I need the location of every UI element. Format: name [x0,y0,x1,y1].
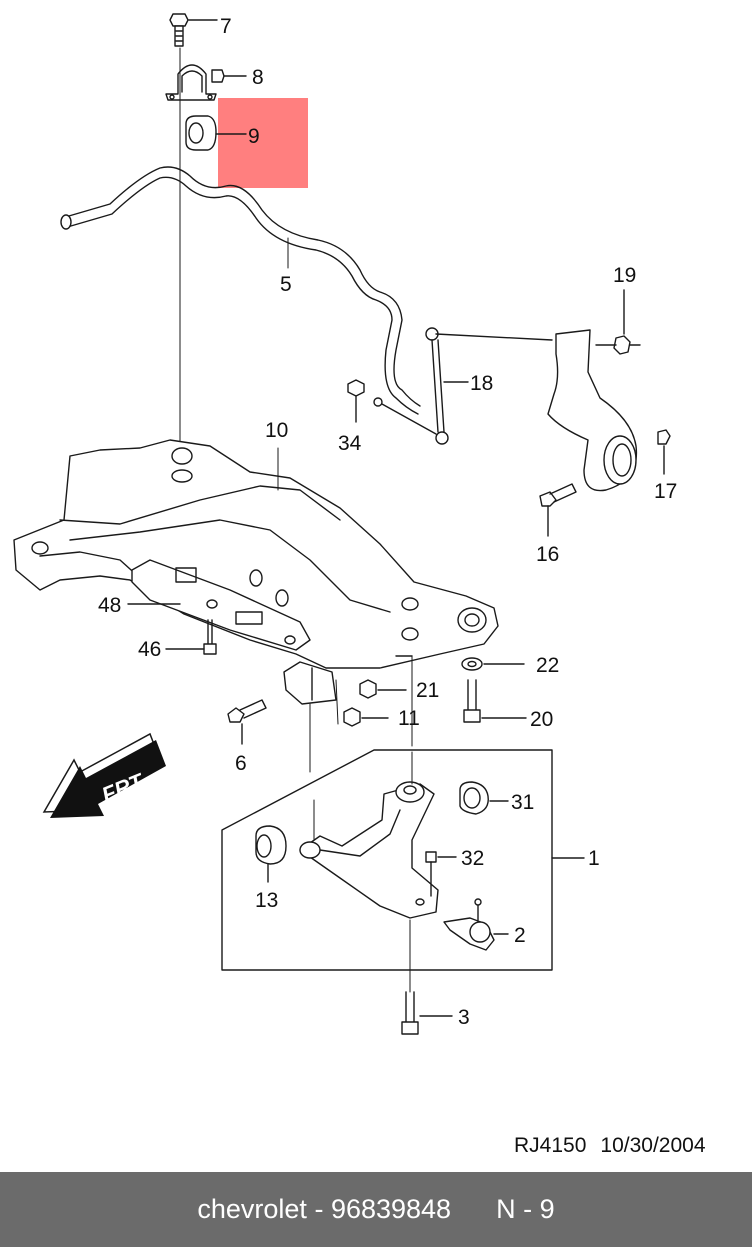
part-18-link [425,327,553,445]
callout-17[interactable]: 17 [654,480,677,503]
callout-18[interactable]: 18 [470,372,493,395]
part-5-stabilizer-bar [60,166,421,415]
footer-position-label: N - 9 [496,1194,555,1224]
callout-34[interactable]: 34 [338,432,362,455]
callout-48[interactable]: 48 [98,594,121,617]
front-direction-arrow: FRT [42,732,166,818]
part-11-nut [335,679,389,727]
callout-9[interactable]: 9 [248,125,260,148]
frame-bracket [283,661,337,773]
part-32-bolt [425,851,457,897]
part-8-clamp [165,64,247,101]
callout-13[interactable]: 13 [255,889,278,912]
callout-46[interactable]: 46 [138,638,161,661]
control-arm-detail-box [221,749,585,971]
part-1-control-arm [299,751,439,919]
footer-spacer [451,1194,496,1225]
part-16-bolt [539,483,577,537]
part-48-shield [127,559,311,651]
part-20-bolt [463,679,527,723]
part-3-bolt [401,919,453,1035]
part-13-bushing [255,825,287,883]
callout-31[interactable]: 31 [511,791,534,814]
callout-21[interactable]: 21 [416,679,439,702]
part-9-bushing [185,115,247,151]
callout-19[interactable]: 19 [613,264,636,287]
callout-16[interactable]: 16 [536,543,559,566]
drawing-code: RJ4150 10/30/2004 [514,1134,720,1158]
callout-6[interactable]: 6 [235,752,247,775]
part-6-bolt [227,699,267,745]
part-22-washer [461,657,525,671]
part-2-ball-joint [443,898,509,951]
callout-3[interactable]: 3 [458,1006,470,1029]
callout-20[interactable]: 20 [530,708,553,731]
callout-22[interactable]: 22 [536,654,559,677]
part-34-nut [347,379,437,435]
callout-8[interactable]: 8 [252,66,264,89]
callout-32[interactable]: 32 [461,847,484,870]
footer-part-number: 96839848 [330,1194,452,1224]
drawing-date: 10/30/2004 [600,1134,706,1157]
part-9-highlight [218,98,308,188]
callout-1[interactable]: 1 [588,847,600,870]
part-10-subframe [13,439,499,669]
drawing-number: RJ4150 [514,1134,587,1157]
part-46-bolt [165,619,217,655]
steering-knuckle [547,289,671,492]
part-31-bushing [459,781,509,815]
callout-10[interactable]: 10 [265,419,288,442]
callout-5[interactable]: 5 [280,273,292,296]
footer-brand: chevrolet [197,1194,307,1224]
callout-11[interactable]: 11 [398,707,420,730]
footer-separator: - [306,1194,331,1224]
part-7-bolt [169,13,218,47]
footer-bar: chevrolet - 96839848 N - 9 [0,1172,752,1247]
parts-diagram: FRT 7 8 9 5 19 18 34 10 17 16 48 46 22 2… [13,13,677,1035]
callout-7[interactable]: 7 [220,15,232,38]
callout-2[interactable]: 2 [514,924,526,947]
part-21-nut [359,679,407,699]
